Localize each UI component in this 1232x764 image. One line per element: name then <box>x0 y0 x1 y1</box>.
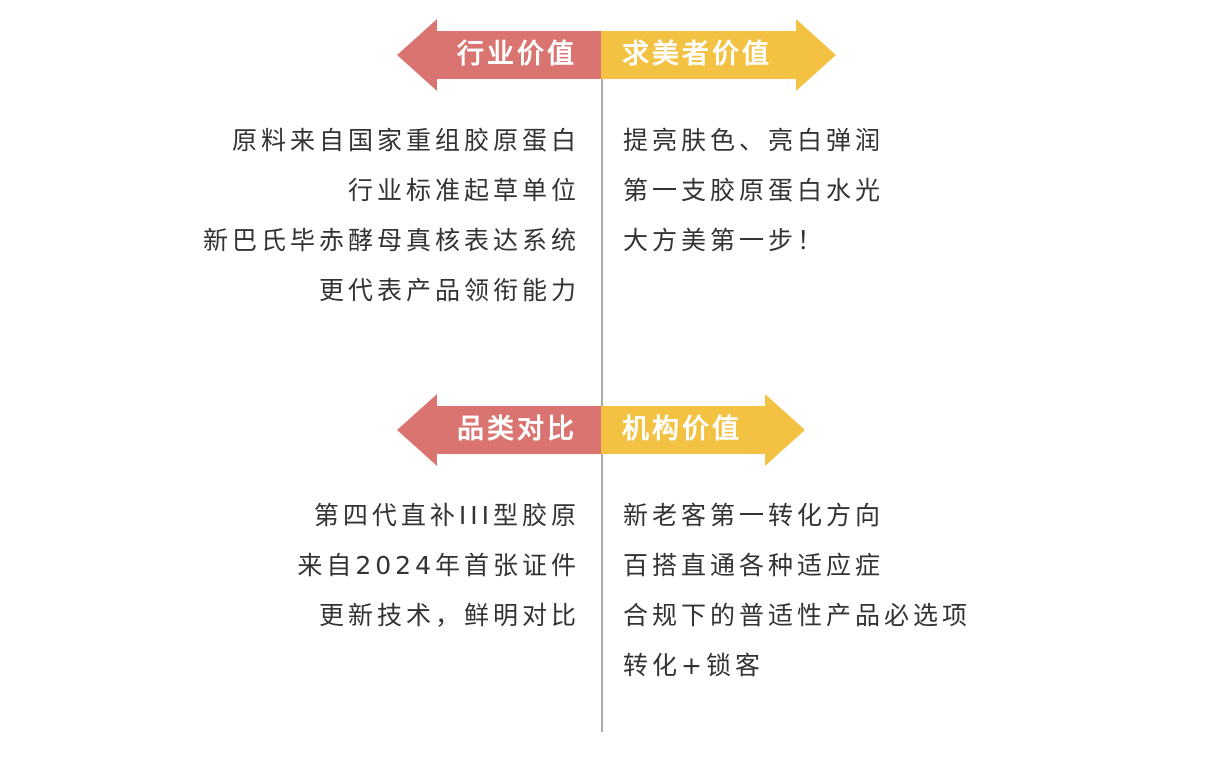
list-item: 新巴氏毕赤酵母真核表达系统 <box>202 226 580 255</box>
list-item: 来自2024年首张证件 <box>297 551 580 580</box>
right-arrow-yellow <box>601 394 805 466</box>
list-item: 百搭直通各种适应症 <box>623 551 885 580</box>
list-item: 行业标准起草单位 <box>347 176 580 205</box>
list-item: 大方美第一步！ <box>623 226 827 255</box>
institution-value-list: 新老客第一转化方向 百搭直通各种适应症 合规下的普适性产品必选项 转化+锁客 <box>623 491 971 691</box>
list-item: 转化+锁客 <box>623 651 764 680</box>
label-institution-value: 机构价值 <box>622 414 742 445</box>
list-item: 第四代直补III型胶原 <box>313 501 580 530</box>
list-item: 第一支胶原蛋白水光 <box>623 176 885 205</box>
list-item: 提亮肤色、亮白弹润 <box>623 126 885 155</box>
center-divider <box>601 79 603 732</box>
industry-value-list: 原料来自国家重组胶原蛋白 行业标准起草单位 新巴氏毕赤酵母真核表达系统 更代表产… <box>203 116 580 316</box>
list-item: 更新技术，鲜明对比 <box>318 601 580 630</box>
list-item: 新老客第一转化方向 <box>623 501 885 530</box>
label-category-comparison: 品类对比 <box>457 414 577 445</box>
customer-value-list: 提亮肤色、亮白弹润 第一支胶原蛋白水光 大方美第一步！ <box>623 116 884 266</box>
left-arrow-red <box>397 19 602 91</box>
section2-arrows <box>397 394 805 466</box>
section1-arrows <box>397 19 836 91</box>
list-item: 原料来自国家重组胶原蛋白 <box>231 126 580 155</box>
right-arrow-yellow <box>601 19 836 91</box>
label-customer-value: 求美者价值 <box>622 39 772 70</box>
label-industry-value: 行业价值 <box>457 39 577 70</box>
list-item: 更代表产品领衔能力 <box>318 276 580 305</box>
category-comparison-list: 第四代直补III型胶原 来自2024年首张证件 更新技术，鲜明对比 <box>297 491 580 641</box>
left-arrow-red <box>397 394 602 466</box>
list-item: 合规下的普适性产品必选项 <box>623 601 972 630</box>
